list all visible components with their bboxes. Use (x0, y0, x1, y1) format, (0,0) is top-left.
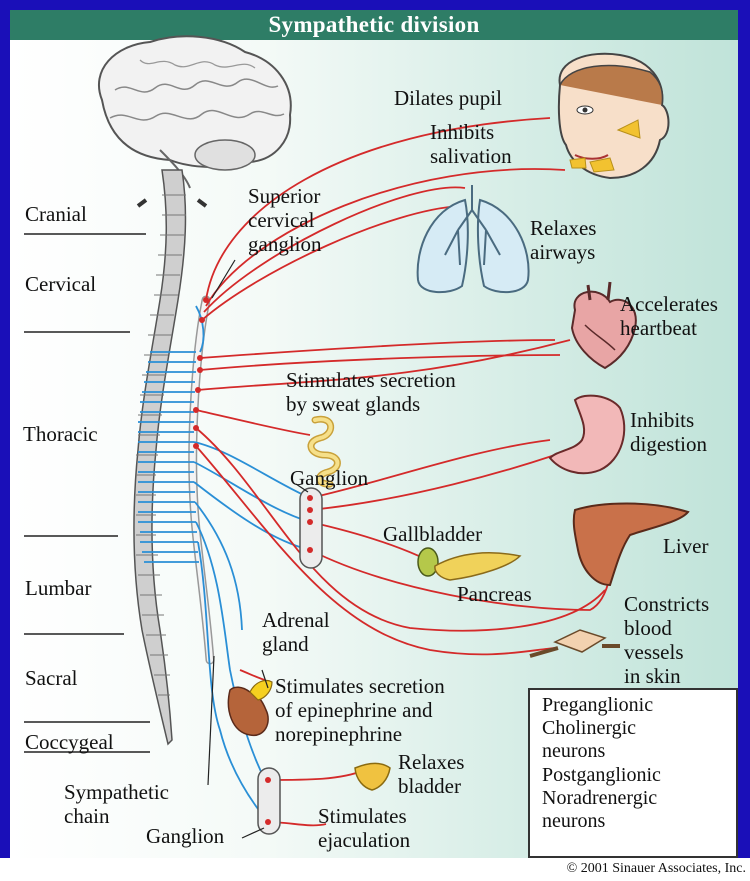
sympathetic-chain (193, 300, 210, 660)
label-relaxes-airways: Relaxes airways (530, 216, 596, 264)
label-liver: Liver (663, 534, 708, 558)
label-constricts-blood-vessels: Constricts blood vessels in skin (624, 592, 709, 688)
gallbladder-pancreas-illustration (418, 548, 520, 580)
region-label-sacral: Sacral (25, 666, 77, 690)
adrenal-kidney-illustration (228, 680, 272, 735)
copyright-notice: © 2001 Sinauer Associates, Inc. (567, 861, 746, 877)
label-gallbladder: Gallbladder (383, 522, 482, 546)
brain-illustration (99, 36, 291, 188)
stomach-illustration (550, 396, 624, 474)
label-stimulates-ejaculation: Stimulates ejaculation (318, 804, 410, 852)
label-pancreas: Pancreas (457, 582, 532, 606)
label-stimulates-sweat: Stimulates secretion by sweat glands (286, 368, 456, 416)
label-dilates-pupil: Dilates pupil (394, 86, 502, 110)
label-relaxes-bladder: Relaxes bladder (398, 750, 464, 798)
label-stimulates-epinephrine: Stimulates secretion of epinephrine and … (275, 674, 445, 746)
region-label-lumbar: Lumbar (25, 576, 91, 600)
label-sympathetic-chain: Sympathetic chain (64, 780, 169, 828)
label-accelerates-heartbeat: Accelerates heartbeat (620, 292, 718, 340)
region-label-coccygeal: Coccygeal (25, 730, 114, 754)
lungs-illustration (418, 185, 529, 292)
diagram-panel: Sympathetic division (10, 10, 738, 858)
blood-vessel-illustration (530, 630, 620, 656)
label-adrenal-gland: Adrenal gland (262, 608, 330, 656)
region-label-cranial: Cranial (25, 202, 87, 226)
legend-box: Preganglionic Cholinergic neurons Postga… (528, 688, 738, 858)
bladder-illustration (355, 764, 390, 791)
label-ganglion-upper: Ganglion (290, 466, 368, 490)
label-inhibits-digestion: Inhibits digestion (630, 408, 707, 456)
label-ganglion-lower: Ganglion (146, 824, 224, 848)
face-illustration (559, 54, 669, 178)
label-inhibits-salivation: Inhibits salivation (430, 120, 512, 168)
region-label-cervical: Cervical (25, 272, 96, 296)
region-label-thoracic: Thoracic (23, 422, 98, 446)
legend-preganglionic: Preganglionic Cholinergic neurons (542, 694, 653, 763)
label-superior-cervical-ganglion: Superior cervical ganglion (248, 184, 322, 256)
legend-postganglionic: Postganglionic Noradrenergic neurons (542, 764, 661, 833)
